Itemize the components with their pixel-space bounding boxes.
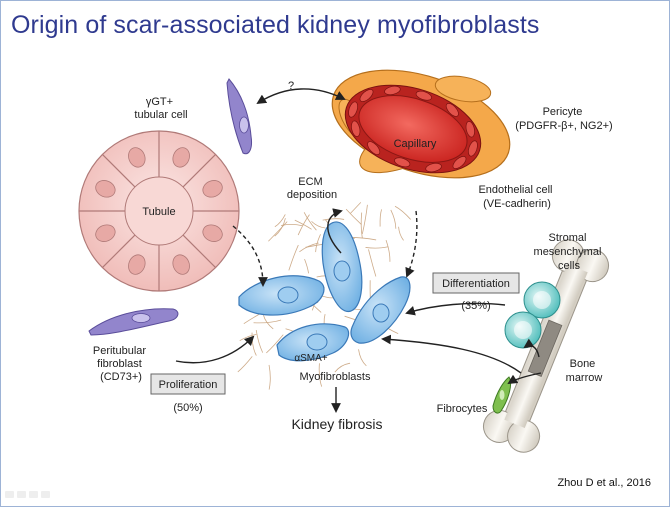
tubular-cell-nucleus bbox=[202, 180, 223, 198]
endothelial-cell bbox=[468, 140, 478, 157]
differentiation-percent: (35%) bbox=[461, 300, 490, 312]
stromal-mesenchymal-cells bbox=[504, 281, 561, 349]
differentiation-box bbox=[432, 272, 520, 294]
capillary-illustration bbox=[331, 69, 511, 179]
myofibroblasts-label: Myofibroblasts bbox=[300, 371, 371, 383]
stromal-cells-label: Stromal mesenchymal cells bbox=[534, 232, 605, 272]
endothelial-cell bbox=[351, 120, 361, 138]
slide-title: Origin of scar-associated kidney myofibr… bbox=[11, 11, 540, 39]
peritubular-fibroblast-cell bbox=[88, 308, 179, 336]
endothelial-cell bbox=[348, 101, 358, 118]
citation: Zhou D et al., 2016 bbox=[557, 477, 651, 489]
endothelial-cell bbox=[425, 162, 442, 173]
nav-menu-icon[interactable] bbox=[29, 491, 38, 498]
tubular-cell-nucleus bbox=[128, 147, 146, 168]
endothelial-cell bbox=[452, 156, 467, 169]
myofibroblast-cluster bbox=[238, 221, 411, 362]
endothelial-cell bbox=[465, 120, 475, 138]
question-mark: ? bbox=[288, 80, 294, 92]
tubular-transition-fibroblast bbox=[226, 78, 252, 155]
endothelial-cell bbox=[394, 157, 411, 168]
endothelial-cell bbox=[359, 89, 374, 102]
tubule-illustration bbox=[78, 130, 240, 292]
asma-label: αSMA+ bbox=[294, 353, 327, 364]
tubular-cell-nucleus bbox=[95, 180, 116, 198]
proliferation-label: Proliferation bbox=[159, 379, 218, 391]
pericyte-label: Pericyte (PDGFR-β+, NG2+) bbox=[515, 106, 612, 132]
capillary-label: Capillary bbox=[394, 138, 437, 150]
tubular-cell-nucleus bbox=[172, 147, 190, 168]
tubular-cell-nucleus bbox=[172, 254, 190, 275]
differentiation-label: Differentiation bbox=[442, 278, 510, 290]
proliferation-percent: (50%) bbox=[173, 402, 202, 414]
nav-pen-icon[interactable] bbox=[17, 491, 26, 498]
endothelial-cell bbox=[367, 141, 381, 155]
slide-navigation-controls[interactable] bbox=[5, 491, 50, 498]
nav-next-icon[interactable] bbox=[41, 491, 50, 498]
peritubular-fibroblast-label: Peritubular fibroblast (CD73+) bbox=[93, 345, 149, 383]
diagram-arrows bbox=[175, 88, 542, 413]
tubular-cell-nucleus bbox=[128, 254, 146, 275]
endothelial-cell-label: Endothelial cell (VE-cadherin) bbox=[478, 184, 555, 210]
tubule-label: Tubule bbox=[142, 206, 175, 218]
fibrocytes-label: Fibrocytes bbox=[437, 403, 488, 415]
endothelial-cell bbox=[415, 90, 432, 101]
nav-prev-icon[interactable] bbox=[5, 491, 14, 498]
endothelial-cell bbox=[384, 85, 401, 96]
tubular-cell-label: γGT+ tubular cell bbox=[134, 96, 187, 121]
tubular-cell-nucleus bbox=[202, 224, 223, 242]
tubular-cell-nucleus bbox=[95, 224, 116, 242]
ecm-deposition-label: ECM deposition bbox=[287, 176, 337, 201]
bone-marrow-label: Bone marrow bbox=[566, 358, 603, 384]
endothelial-cell bbox=[445, 103, 459, 117]
bone-illustration bbox=[482, 239, 610, 453]
proliferation-box bbox=[150, 373, 226, 395]
kidney-fibrosis-label: Kidney fibrosis bbox=[291, 416, 382, 432]
